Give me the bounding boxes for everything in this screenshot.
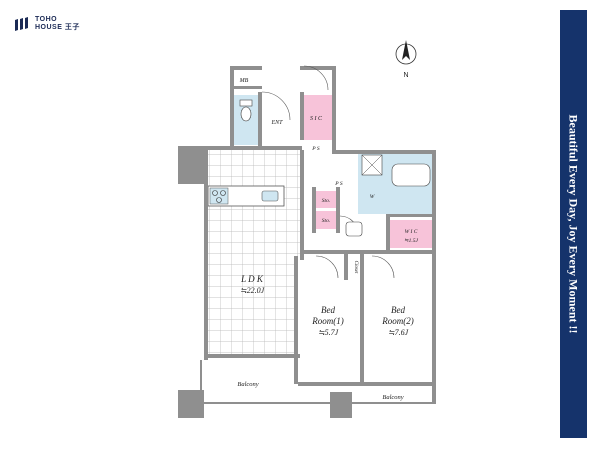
ps-mid-label: P S	[334, 181, 343, 187]
balcony-right-label: Balcony	[382, 394, 403, 401]
walls	[178, 66, 436, 418]
ldk-area-label: ≒22.0J	[240, 286, 265, 295]
ldk-floor	[208, 150, 304, 356]
bed-2-area-label: ≒7.6J	[388, 328, 409, 337]
bathtub-fixture	[391, 163, 431, 187]
ps-top-label: P S	[311, 146, 320, 152]
sto-1-label: Sto.	[322, 198, 330, 204]
storage-1-area	[316, 191, 336, 208]
bed-2-name-line-1: Bed	[391, 305, 405, 315]
compass-icon	[395, 40, 417, 65]
washbasin-fixture	[345, 221, 363, 237]
bed-1-area-label: ≒5.7J	[318, 328, 339, 337]
wic-area-label: ≒1.5J	[404, 238, 418, 244]
sic-label: S I C	[310, 116, 323, 122]
brand-line-2: HOUSE 王子	[35, 24, 80, 31]
bed-2-name-line-2: Room(2)	[381, 316, 414, 326]
wic-name-label: W I C	[405, 229, 418, 235]
washing-machine-fixture	[361, 154, 383, 176]
ent-label: ENT	[270, 120, 283, 126]
balcony-left-label: Balcony	[237, 381, 258, 388]
mb-label: MB	[239, 78, 249, 84]
toilet-fixture	[239, 99, 253, 122]
kitchen-counter	[207, 185, 285, 207]
wic-area	[390, 220, 432, 248]
closet-label: Closet	[353, 261, 358, 274]
compass-north-label: N	[403, 72, 408, 79]
bedroom-2-floor	[364, 255, 434, 383]
brand-logo: TOHO HOUSE 王子	[14, 16, 80, 32]
ldk-name-label: L D K	[240, 274, 264, 284]
bed-1-name-line-1: Bed	[321, 305, 335, 315]
bed-1-name-line-2: Room(1)	[311, 316, 344, 326]
sto-2-label: Sto.	[322, 218, 330, 224]
w-label: W	[370, 194, 375, 200]
bedroom-1-floor	[298, 255, 360, 383]
tagline-sidebar	[560, 10, 587, 438]
toho-house-logo-icon	[15, 17, 28, 31]
storage-2-area	[316, 211, 336, 229]
sic-area	[304, 95, 332, 140]
brand-line-1: TOHO	[35, 16, 58, 23]
